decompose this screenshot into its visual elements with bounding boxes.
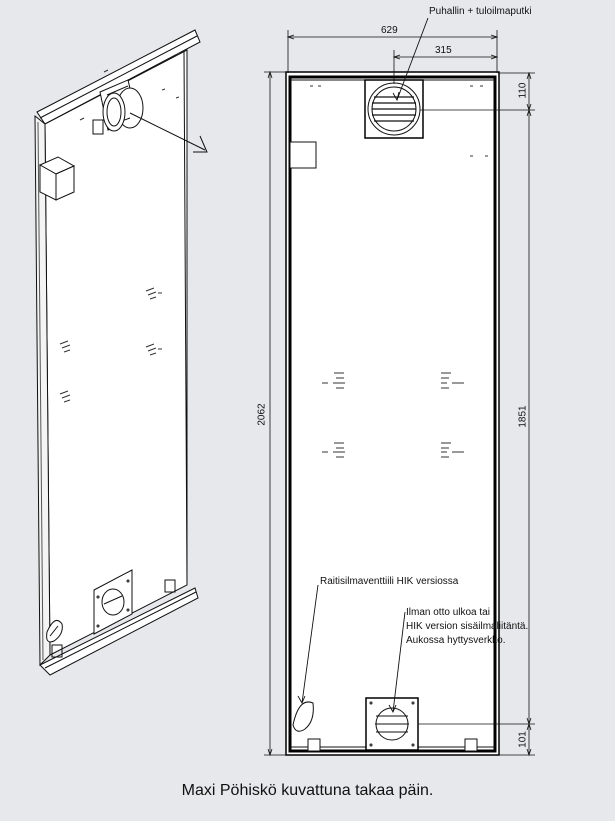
- isometric-view: [34, 29, 208, 676]
- intake-opening: [365, 697, 419, 751]
- intake-label-line1: Ilman otto ulkoa tai: [406, 607, 490, 618]
- intake-label-line2: HIK version sisäilmaliitäntä.: [406, 621, 529, 632]
- iso-side-box: [38, 156, 76, 201]
- dimension-height-total: 2062: [256, 403, 268, 426]
- fan-unit: [364, 79, 424, 139]
- dimension-offset-top: 110: [517, 82, 529, 99]
- dimension-width-total: 629: [381, 25, 398, 36]
- side-box: [289, 141, 317, 169]
- iso-fan-duct: [92, 79, 144, 135]
- fan-label: Puhallin + tuloilmaputki: [429, 6, 532, 17]
- drawing-caption: Maxi Pöhiskö kuvattuna takaa päin.: [181, 782, 434, 799]
- dimension-offset-bottom: 101: [517, 731, 529, 748]
- intake-label-line3: Aukossa hyttysverkko.: [406, 635, 506, 646]
- valve-label: Raitisilmaventtiili HIK versiossa: [320, 576, 459, 587]
- dimension-height-between: 1851: [517, 405, 529, 428]
- fresh-air-valve: [292, 701, 314, 732]
- leader-lines: [297, 17, 429, 714]
- elevation-view: [285, 71, 500, 756]
- iso-intake-plate: [93, 569, 133, 635]
- dimension-lines: [264, 30, 535, 757]
- dimension-width-half: 315: [435, 45, 452, 56]
